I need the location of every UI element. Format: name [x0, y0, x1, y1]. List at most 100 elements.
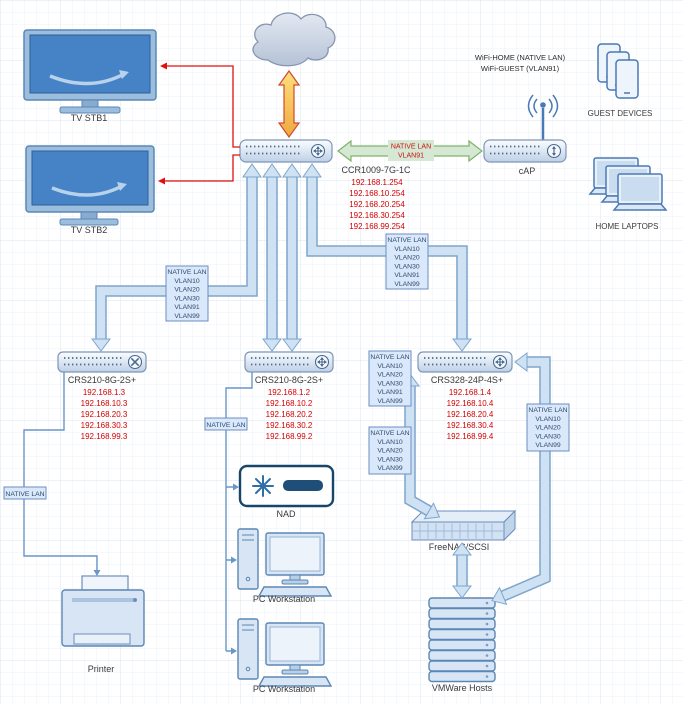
wifi-guest-label: WiFi-GUEST (VLAN91): [481, 64, 560, 73]
tv2-link-line: [164, 154, 240, 182]
trunk-switch-right-vmware: [491, 352, 551, 606]
switch-ports-icon: [251, 357, 309, 366]
vlan-line: VLAN20: [377, 448, 403, 455]
routing-icon: [310, 143, 326, 159]
vlan-line: VLAN10: [377, 363, 403, 370]
tv2-link-arrow-icon: [158, 177, 165, 185]
ip-address: 192.168.30.4: [447, 421, 494, 430]
ip-address: 192.168.1.4: [449, 388, 492, 397]
vlan-line: VLAN30: [377, 456, 403, 463]
atom-core-icon: [260, 483, 266, 489]
vlan-line: NATIVE LAN: [387, 237, 426, 244]
pc-workstation-2-node[interactable]: PC Workstation: [237, 618, 332, 694]
switch-right-node[interactable]: CRS328-24P-4S+ 192.168.1.4 192.168.10.4 …: [417, 351, 513, 441]
vlan-line: NATIVE LAN: [167, 269, 206, 276]
vlan-line: VLAN30: [394, 263, 420, 270]
vmware-hosts-node[interactable]: VMWare Hosts: [428, 597, 496, 693]
link-label-line: NATIVE LAN: [391, 144, 431, 151]
tv-stb1-label: TV STB1: [71, 113, 108, 123]
printer-tray: [73, 633, 131, 645]
ip-address: 192.168.99.2: [266, 432, 313, 441]
trunk-freenas-vmware: [452, 542, 472, 599]
ip-address: 192.168.99.3: [81, 432, 128, 441]
cap-node[interactable]: cAP WiFi-HOME (NATIVE LAN) WiFi-GUEST (V…: [475, 53, 567, 176]
ip-address: 192.168.30.3: [81, 421, 128, 430]
vlan-line: NATIVE LAN: [206, 422, 245, 429]
ip-address: 192.168.1.2: [268, 388, 311, 397]
tv-stb2-node[interactable]: TV STB2: [25, 145, 155, 235]
printer-body: [61, 589, 145, 647]
router-node[interactable]: CCR1009-7G-1C 192.168.1.254 192.168.10.2…: [239, 139, 411, 231]
antenna-tip-icon: [540, 102, 546, 108]
vlan-box: [165, 265, 209, 322]
vlan-box-trunk-right[interactable]: NATIVE LAN VLAN10 VLAN20 VLAN30 VLAN91 V…: [385, 233, 429, 290]
nad-label: NAD: [276, 509, 296, 519]
trunk-router-switch-center-1: [262, 163, 282, 352]
vlan-line: VLAN10: [174, 278, 200, 285]
internet-cloud-node[interactable]: [252, 12, 336, 67]
tv1-link-arrow-icon: [160, 62, 167, 70]
amazon-smile-icon: [49, 72, 125, 86]
amazon-smile-arrow-icon: [119, 70, 129, 79]
ip-address: 192.168.30.254: [349, 211, 405, 220]
ip-address: 192.168.10.254: [349, 189, 405, 198]
vlan-box-trunk-left[interactable]: NATIVE LAN VLAN10 VLAN20 VLAN30 VLAN91 V…: [165, 265, 209, 322]
router-ports-icon: [246, 145, 302, 155]
router-chassis: [239, 139, 333, 163]
home-laptops-node[interactable]: HOME LAPTOPS: [589, 157, 667, 231]
tv-screen: [31, 150, 149, 206]
guest-devices-node[interactable]: GUEST DEVICES: [588, 43, 653, 118]
ip-address: 192.168.1.3: [83, 388, 126, 397]
trunk-router-switch-center-2: [282, 163, 302, 352]
updown-arrow-icon: [546, 143, 562, 159]
link-label-bg: [388, 140, 434, 161]
native-lan-box-left[interactable]: NATIVE LAN: [3, 486, 47, 500]
tv-base: [59, 218, 119, 226]
pc-workstation-1-label: PC Workstation: [253, 594, 315, 604]
printer-button: [133, 598, 137, 602]
vlan-box-vmware[interactable]: NATIVE LAN VLAN10 VLAN20 VLAN30 VLAN99: [526, 403, 570, 452]
switch-chassis: [244, 351, 334, 373]
ip-address: 192.168.20.2: [266, 410, 313, 419]
router-label: CCR1009-7G-1C: [341, 165, 411, 175]
switch-center-node[interactable]: CRS210-8G-2S+ 192.168.1.2 192.168.10.2 1…: [244, 351, 334, 441]
vlan-box-switch-right[interactable]: NATIVE LAN VLAN10 VLAN20 VLAN30 VLAN91 V…: [368, 350, 412, 407]
nas-drive-grid-icon: [413, 523, 503, 539]
vlan-line: NATIVE LAN: [528, 407, 567, 414]
vlan-line: VLAN99: [174, 313, 200, 320]
vlan-line: VLAN91: [174, 304, 200, 311]
vlan-line: VLAN20: [377, 372, 403, 379]
tv-stand: [80, 211, 98, 220]
nad-bar-icon: [283, 480, 323, 491]
routing-icon: [314, 354, 330, 370]
tv-stb1-node[interactable]: TV STB1: [23, 29, 157, 123]
pc-workstation-1-node[interactable]: PC Workstation: [237, 528, 332, 604]
routing-icon: [492, 354, 508, 370]
wifi-waves-icon: [527, 94, 559, 118]
vlan-box-freenas[interactable]: NATIVE LAN VLAN10 VLAN20 VLAN30 VLAN99: [368, 426, 412, 475]
vlan-line: NATIVE LAN: [370, 430, 409, 437]
switch-right-label: CRS328-24P-4S+: [431, 375, 503, 385]
switch-left-node[interactable]: CRS210-8G-2S+ 192.168.1.3 192.168.10.3 1…: [57, 351, 147, 441]
nad-node[interactable]: NAD: [238, 464, 335, 519]
printer-paper: [81, 575, 129, 591]
tv-links: [158, 62, 240, 185]
vlan-line: VLAN99: [394, 281, 420, 288]
vlan-box: [3, 486, 47, 500]
crossed-arrows-icon: [127, 354, 143, 370]
vlan-line: VLAN20: [394, 255, 420, 262]
vlan-line: VLAN91: [377, 389, 403, 396]
amazon-smile-arrow-icon: [117, 182, 127, 191]
link-switch-center-devices: [225, 372, 253, 655]
ip-address: 192.168.20.3: [81, 410, 128, 419]
switch-chassis: [417, 351, 513, 373]
ip-address: 192.168.20.4: [447, 410, 494, 419]
printer-node[interactable]: Printer: [61, 575, 145, 674]
link-label-line: VLAN91: [398, 153, 424, 160]
ip-address: 192.168.99.254: [349, 222, 405, 231]
tv-stand: [81, 99, 99, 108]
pc-workstation-2-label: PC Workstation: [253, 684, 315, 694]
native-lan-box-center[interactable]: NATIVE LAN: [204, 417, 248, 431]
home-laptops-label: HOME LAPTOPS: [596, 222, 659, 231]
wifi-home-label: WiFi-HOME (NATIVE LAN): [475, 53, 566, 62]
